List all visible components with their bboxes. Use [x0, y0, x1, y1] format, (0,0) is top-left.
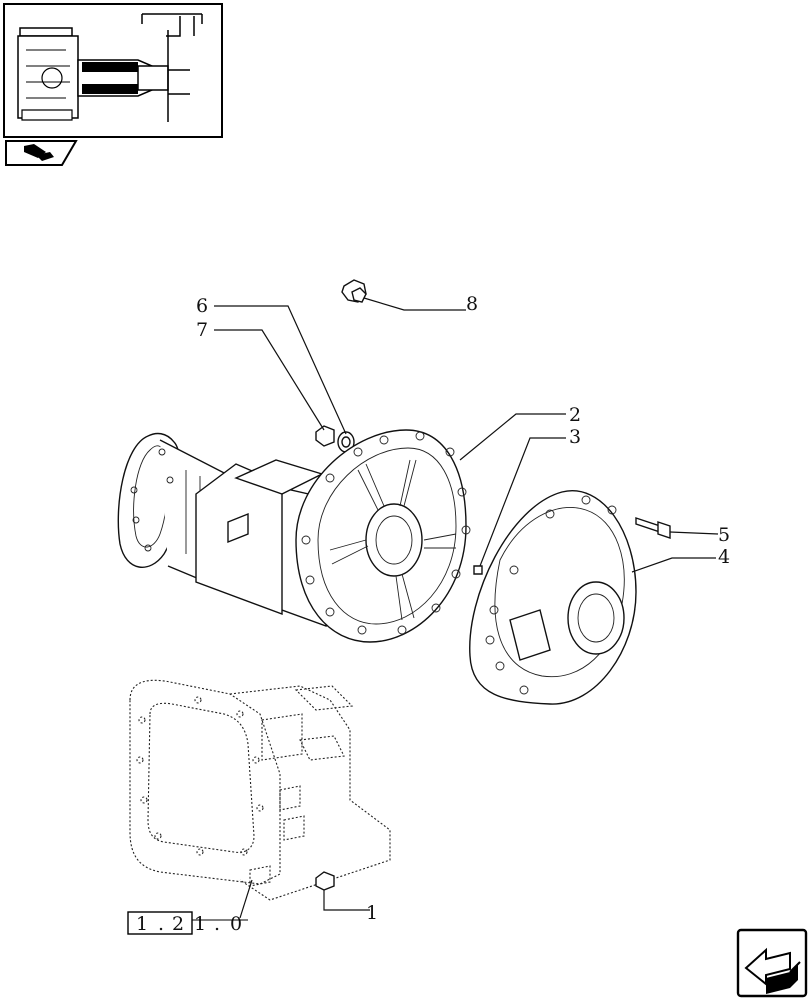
side-cover-part-4 [469, 490, 637, 705]
callout-4: 4 [718, 546, 730, 568]
transmission-housing-reference [129, 679, 391, 901]
bolt-part-5 [635, 517, 671, 539]
callout-7: 7 [196, 319, 208, 341]
callout-1: 1 [366, 902, 378, 924]
book-arrow-icon[interactable] [5, 140, 78, 166]
callout-2: 2 [569, 404, 581, 426]
ref-digit-1: 1 [136, 913, 148, 935]
section-reference[interactable]: 1 . 2 1 . 0 [127, 911, 248, 935]
ref-dot-1: . [158, 913, 164, 935]
leader-lines [214, 297, 719, 919]
callout-6: 6 [196, 295, 208, 317]
ref-digit-3: 1 [194, 913, 206, 935]
ref-dot-2: . [214, 913, 220, 935]
callout-8: 8 [466, 293, 478, 315]
callout-3: 3 [569, 426, 581, 448]
drain-plug-part-1 [315, 871, 335, 891]
ref-digit-4: 0 [230, 913, 242, 935]
plug-part-8 [341, 279, 367, 303]
plug-part-7 [315, 425, 335, 447]
assembly-thumbnail[interactable] [3, 3, 223, 138]
callout-5: 5 [718, 524, 730, 546]
axle-housing-part-2 [117, 429, 471, 643]
navigation-arrow-icon[interactable] [736, 928, 808, 998]
dowel-pin-part-3 [473, 565, 483, 575]
ref-digit-2: 2 [172, 913, 184, 935]
